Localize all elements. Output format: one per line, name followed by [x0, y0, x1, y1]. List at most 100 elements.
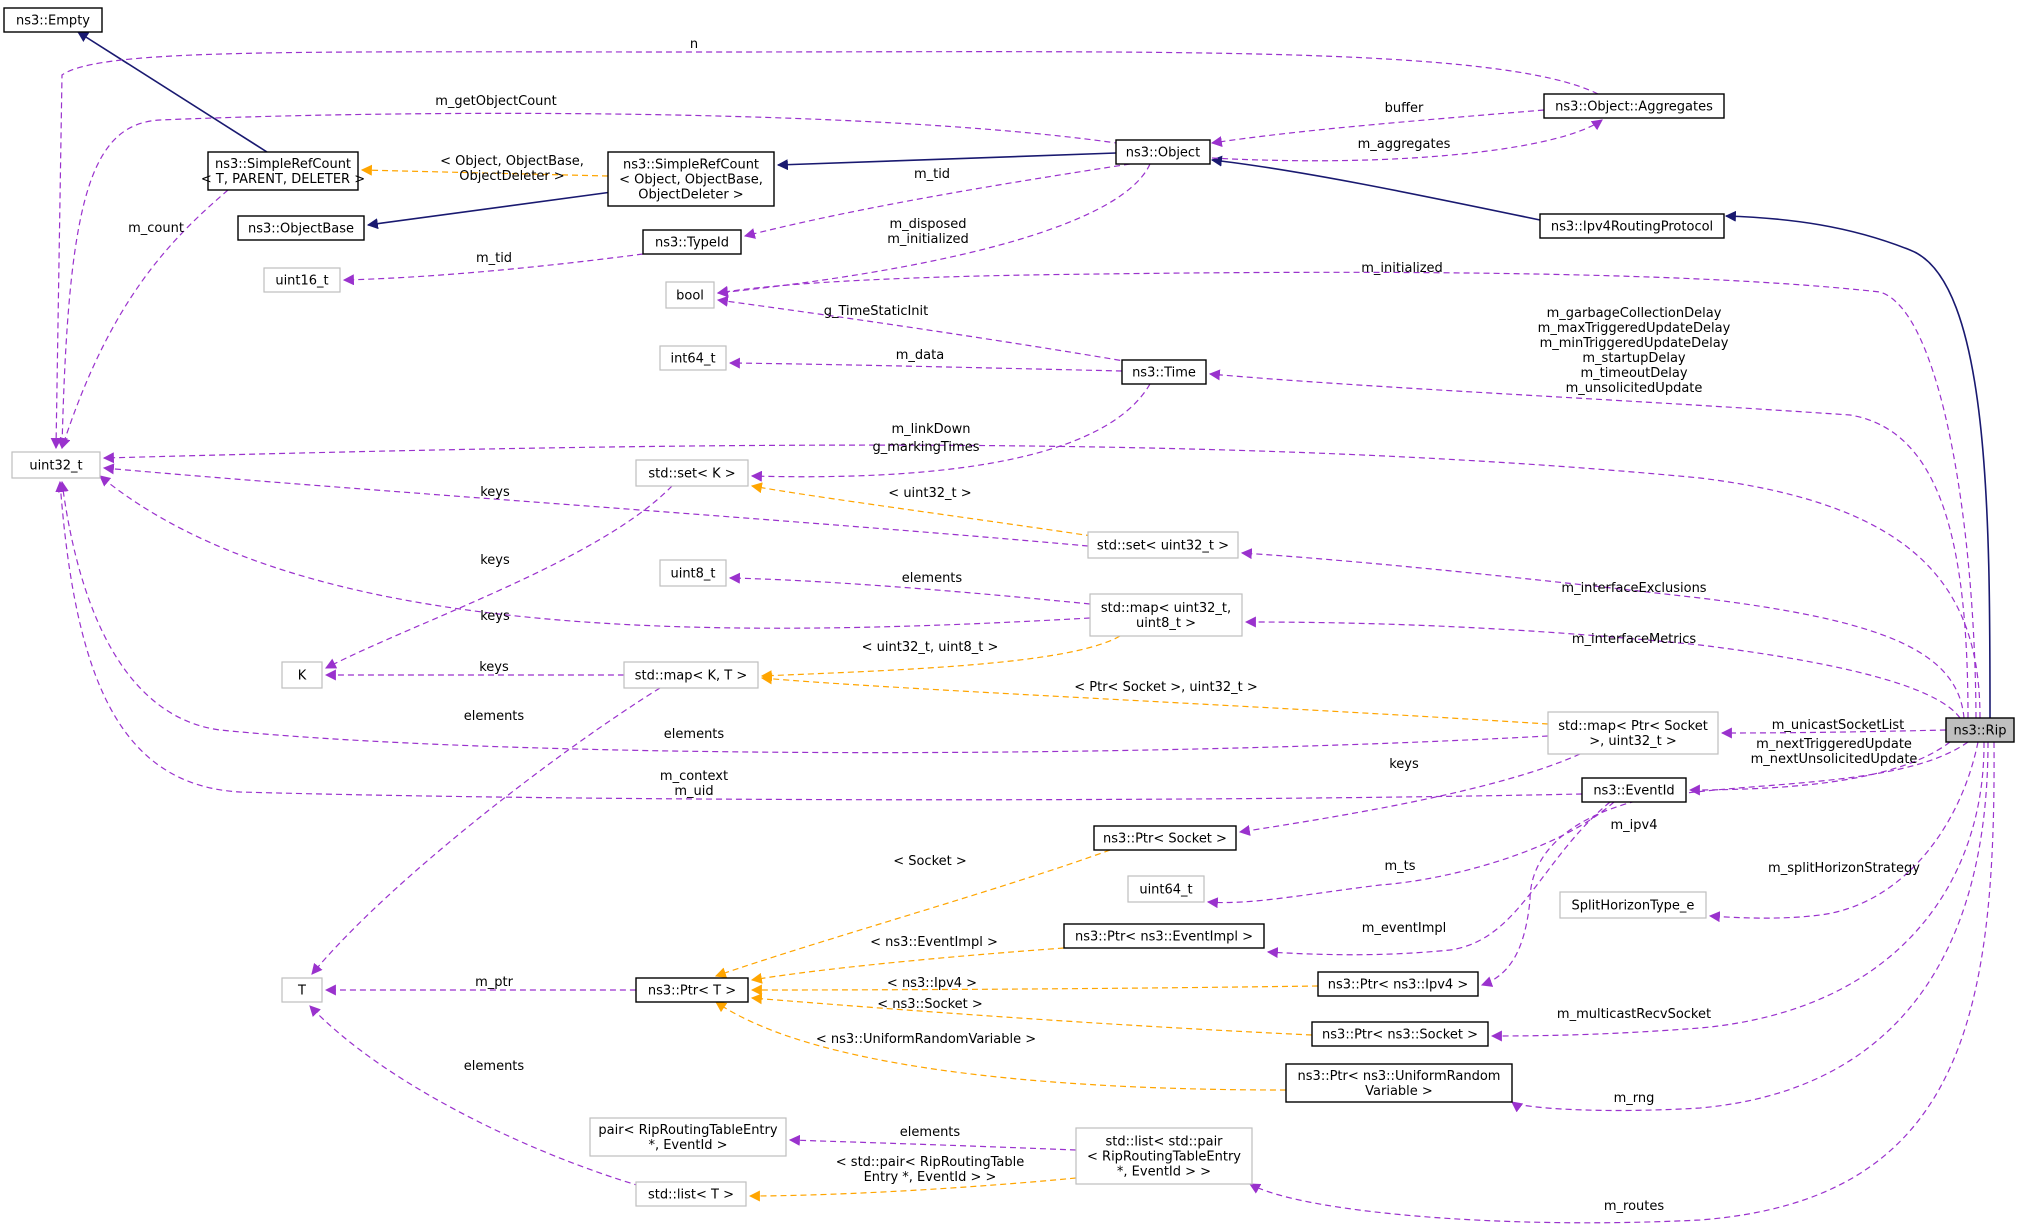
edge-mapU32U8-mapKT — [760, 635, 1121, 682]
edge-rip-ipv4rp — [1724, 210, 1991, 719]
edge-srcObj-srcT — [360, 164, 609, 177]
edge-label: keys — [480, 485, 510, 500]
edge-label: m_uid — [674, 784, 713, 799]
edge-label: m_rng — [1614, 1091, 1655, 1106]
node-label: std::map< Ptr< Socket — [1558, 719, 1708, 734]
node-label: std::map< K, T > — [635, 669, 748, 684]
edge-rip-uint32 — [102, 444, 1981, 719]
node-mapkt: std::map< K, T > — [623, 661, 759, 689]
edge-label: < Socket > — [893, 854, 967, 869]
node-label: std::set< uint32_t > — [1097, 539, 1229, 554]
node-label: ns3::Ptr< ns3::Socket > — [1322, 1028, 1478, 1043]
edge-label: m_tid — [476, 251, 512, 266]
edge-rip-setU32 — [1240, 548, 1965, 719]
node-empty[interactable]: ns3::Empty — [3, 7, 103, 33]
edge-label: keys — [480, 553, 510, 568]
node-ptripv4[interactable]: ns3::Ptr< ns3::Ipv4 > — [1317, 971, 1479, 997]
node-label: ns3::Time — [1132, 366, 1196, 381]
edge-label: < ns3::UniformRandomVariable > — [816, 1032, 1036, 1047]
node-label: K — [298, 669, 307, 684]
edge-label: elements — [664, 727, 725, 742]
edge-eventid-uint64 — [1206, 801, 1615, 909]
node-time[interactable]: ns3::Time — [1121, 359, 1207, 385]
node-label: uint8_t > — [1136, 616, 1196, 631]
edge-label: m_ts — [1384, 859, 1415, 874]
node-ptrevimpl[interactable]: ns3::Ptr< ns3::EventImpl > — [1063, 923, 1265, 949]
edge-label: g_markingTimes — [873, 440, 980, 455]
edge-label: m_interfaceExclusions — [1561, 581, 1706, 596]
node-box — [1317, 971, 1479, 997]
node-srct[interactable]: ns3::SimpleRefCount< T, PARENT, DELETER … — [201, 151, 365, 191]
node-label: ns3::Object::Aggregates — [1555, 100, 1713, 115]
node-box — [635, 977, 749, 1003]
node-uint16: uint16_t — [263, 267, 341, 293]
edge-rip-mapU32U8 — [1244, 616, 1961, 719]
node-object[interactable]: ns3::Object — [1115, 139, 1211, 165]
node-label: ns3::Rip — [1954, 724, 2007, 739]
edge-rip-mapPtrSock — [1720, 727, 1947, 739]
edge-label: m_count — [128, 221, 184, 236]
node-label: ns3::Ptr< ns3::EventImpl > — [1075, 930, 1253, 945]
node-box — [1075, 1127, 1253, 1185]
node-eventid[interactable]: ns3::EventId — [1581, 777, 1687, 803]
node-srcobj[interactable]: ns3::SimpleRefCount< Object, ObjectBase,… — [607, 151, 775, 207]
edge-label: keys — [479, 660, 509, 675]
node-objbase[interactable]: ns3::ObjectBase — [237, 215, 365, 241]
node-ptrsocket[interactable]: ns3::Ptr< Socket > — [1093, 825, 1237, 851]
edge-eventid-ptrEvImpl — [1266, 801, 1611, 959]
edge-label: m_multicastRecvSocket — [1557, 1007, 1711, 1022]
node-box — [1547, 711, 1719, 755]
node-rip[interactable]: ns3::Rip — [1945, 717, 2015, 743]
node-box — [1121, 359, 1207, 385]
node-ptrurv[interactable]: ns3::Ptr< ns3::UniformRandomVariable > — [1285, 1063, 1513, 1103]
edge-ipv4rp-object — [1210, 155, 1541, 221]
node-box — [1945, 717, 2015, 743]
node-box — [1581, 777, 1687, 803]
node-ptrt[interactable]: ns3::Ptr< T > — [635, 977, 749, 1003]
edge-eventid-uint32 — [55, 480, 1583, 801]
edge-object-bool — [716, 163, 1151, 298]
node-box — [659, 345, 727, 371]
node-label: SplitHorizonType_e — [1572, 899, 1695, 914]
edge-label: m_nextTriggeredUpdate — [1756, 737, 1912, 752]
edge-label: buffer — [1385, 101, 1424, 116]
node-ptrnssocket[interactable]: ns3::Ptr< ns3::Socket > — [1311, 1021, 1489, 1047]
edge-rip-eventid — [1688, 741, 1951, 796]
node-label: uint16_t — [275, 274, 328, 289]
node-box — [237, 215, 365, 241]
node-label: < T, PARENT, DELETER > — [201, 172, 365, 187]
edge-srcT-empty — [77, 31, 268, 153]
edges — [50, 31, 1995, 1224]
edge-object-aggr — [1211, 119, 1603, 162]
node-label: ns3::Ipv4RoutingProtocol — [1551, 220, 1713, 235]
node-uint8: uint8_t — [659, 559, 727, 587]
node-typeid[interactable]: ns3::TypeId — [642, 229, 742, 255]
node-label: std::set< K > — [648, 467, 735, 482]
edge-setU32-setK — [750, 482, 1093, 537]
node-box — [1115, 139, 1211, 165]
edge-label: m_splitHorizonStrategy — [1768, 861, 1920, 876]
node-box — [263, 267, 341, 293]
node-label: *, EventId > > — [1117, 1165, 1211, 1180]
node-label: pair< RipRoutingTableEntry — [598, 1123, 777, 1138]
node-box — [1285, 1063, 1513, 1103]
edge-label: < Object, ObjectBase, — [440, 154, 584, 169]
edge-label: elements — [464, 1059, 525, 1074]
edge-label: m_garbageCollectionDelay — [1547, 306, 1722, 321]
node-ipv4rp[interactable]: ns3::Ipv4RoutingProtocol — [1539, 213, 1725, 239]
node-setu32: std::set< uint32_t > — [1087, 531, 1239, 559]
node-label: ns3::Ptr< Socket > — [1103, 832, 1227, 847]
node-box — [1093, 825, 1237, 851]
edge-ptrSocket-ptrT — [714, 849, 1111, 978]
edge-listPair-pair — [788, 1134, 1077, 1151]
edge-object-srcObj — [776, 152, 1117, 171]
edge-rip-bool — [716, 271, 1977, 719]
edge-label: < ns3::EventImpl > — [870, 935, 998, 950]
edge-setK-K — [325, 485, 673, 669]
node-label: ns3::Ptr< ns3::Ipv4 > — [1328, 978, 1468, 993]
edge-label: m_interfaceMetrics — [1572, 632, 1697, 647]
edge-rip-ptrNsSocket — [1490, 741, 1985, 1042]
edge-mapPtrSock-mapKT — [760, 673, 1549, 725]
node-aggregates[interactable]: ns3::Object::Aggregates — [1543, 93, 1725, 119]
node-box — [207, 151, 359, 191]
